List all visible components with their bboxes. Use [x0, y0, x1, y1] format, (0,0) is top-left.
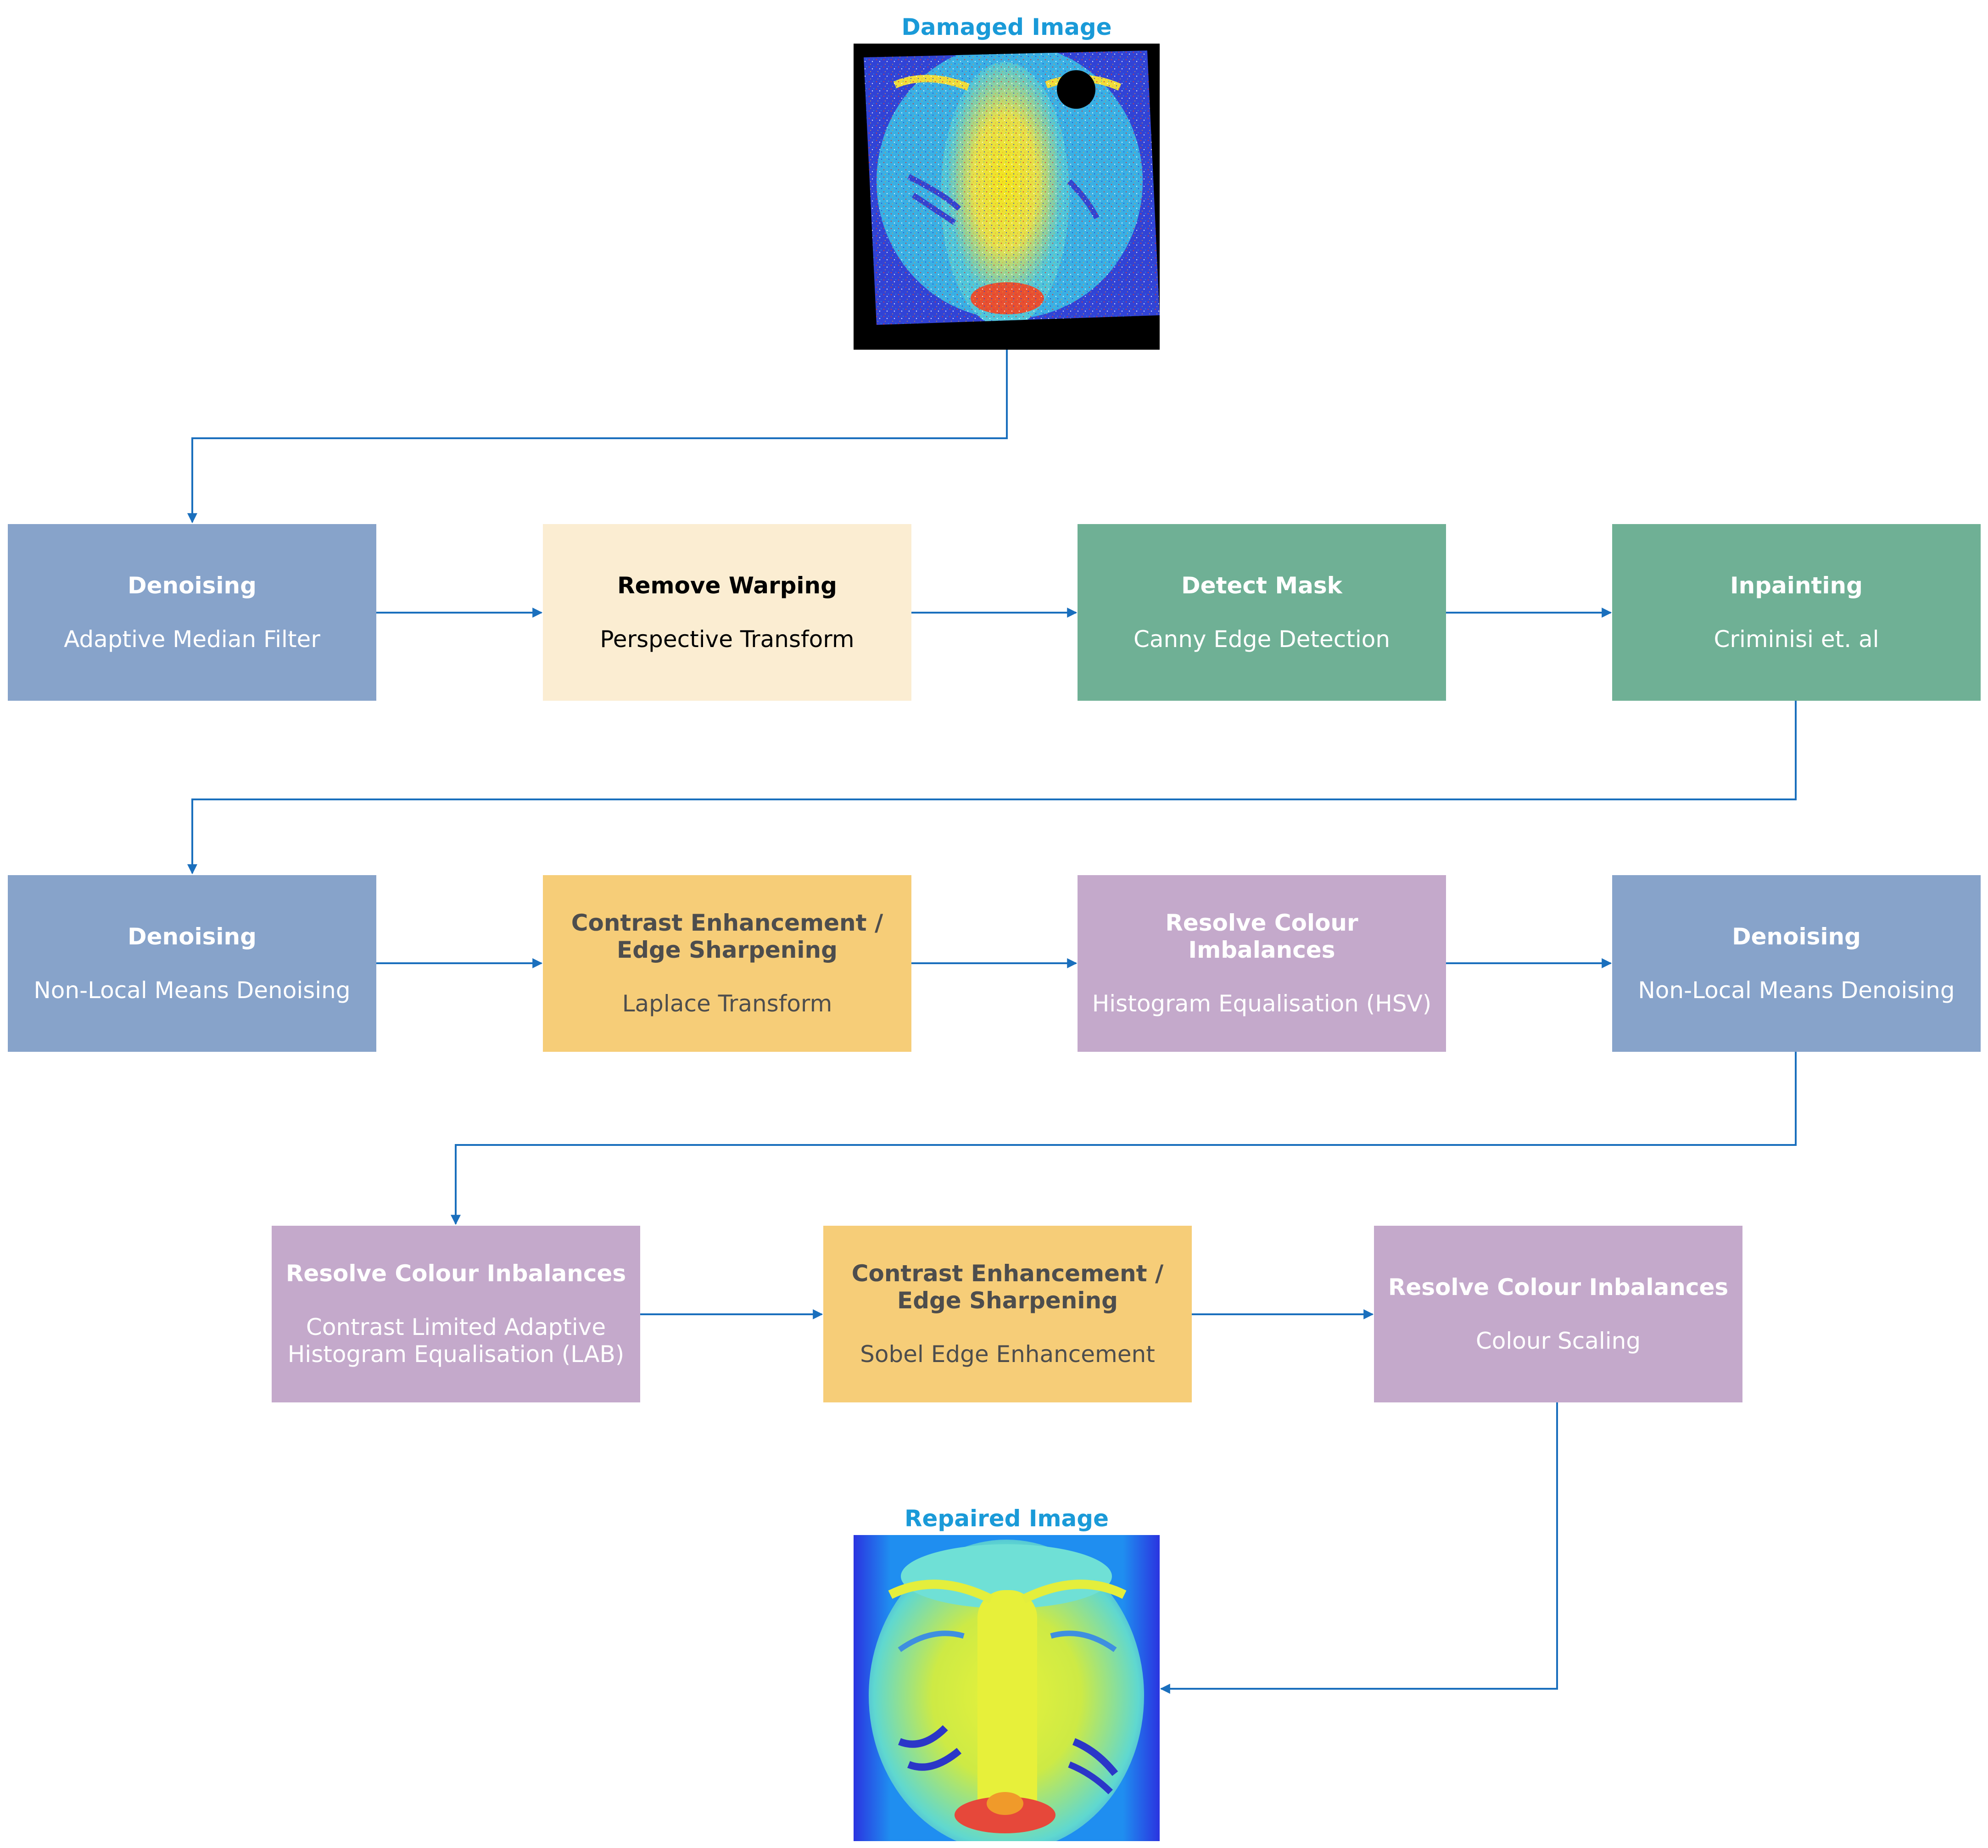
step-subtitle: Non-Local Means Denoising: [1638, 977, 1955, 1004]
step-title: Resolve Colour Inbalances: [1388, 1273, 1729, 1301]
connector-8-9: [451, 1051, 1797, 1225]
step-subtitle: Sobel Edge Enhancement: [860, 1341, 1155, 1368]
step-subtitle: Histogram Equalisation (HSV): [1092, 990, 1432, 1017]
step-detect-mask: Detect Mask Canny Edge Detection: [1078, 524, 1446, 701]
step-remove-warping: Remove Warping Perspective Transform: [543, 524, 911, 701]
connector-damaged-to-denoising: [187, 350, 1008, 524]
step-title: Detect Mask: [1181, 572, 1342, 599]
step-title: Resolve Colour Imbalances: [1165, 910, 1358, 963]
step-subtitle: Colour Scaling: [1475, 1327, 1641, 1354]
step-denoising-adaptive-median: Denoising Adaptive Median Filter: [8, 524, 376, 701]
step-subtitle: Criminisi et. al: [1714, 625, 1879, 653]
repaired-image-label: Repaired Image: [905, 1505, 1109, 1532]
connector-11-repaired: [1160, 1402, 1558, 1694]
step-subtitle: Canny Edge Detection: [1133, 625, 1390, 653]
step-subtitle: Adaptive Median Filter: [64, 625, 320, 653]
step-title: Inpainting: [1730, 572, 1863, 599]
step-subtitle: Non-Local Means Denoising: [34, 977, 351, 1004]
step-contrast-sobel: Contrast Enhancement / Edge Sharpening S…: [823, 1226, 1192, 1402]
step-title: Remove Warping: [617, 572, 837, 599]
step-denoising-nlm-1: Denoising Non-Local Means Denoising: [8, 875, 376, 1052]
step-title: Contrast Enhancement / Edge Sharpening: [851, 1260, 1164, 1314]
step-title: Resolve Colour Inbalances: [285, 1260, 626, 1287]
damaged-image-label: Damaged Image: [901, 14, 1112, 40]
step-subtitle: Contrast Limited Adaptive Histogram Equa…: [287, 1314, 625, 1368]
step-title: Denoising: [128, 923, 257, 950]
step-title: Contrast Enhancement / Edge Sharpening: [571, 910, 883, 963]
step-inpainting: Inpainting Criminisi et. al: [1612, 524, 1981, 701]
connector-4-5: [187, 701, 1797, 875]
repaired-xray-image: [854, 1535, 1160, 1841]
step-contrast-laplace: Contrast Enhancement / Edge Sharpening L…: [543, 875, 911, 1052]
step-title: Denoising: [128, 572, 257, 599]
step-subtitle: Laplace Transform: [622, 990, 832, 1017]
step-subtitle: Perspective Transform: [600, 625, 854, 653]
step-denoising-nlm-2: Denoising Non-Local Means Denoising: [1612, 875, 1981, 1052]
step-title: Denoising: [1732, 923, 1861, 950]
damaged-xray-image: [854, 44, 1160, 350]
step-colour-scaling: Resolve Colour Inbalances Colour Scaling: [1374, 1226, 1742, 1402]
step-colour-hsv: Resolve Colour Imbalances Histogram Equa…: [1078, 875, 1446, 1052]
step-colour-clahe: Resolve Colour Inbalances Contrast Limit…: [272, 1226, 640, 1402]
